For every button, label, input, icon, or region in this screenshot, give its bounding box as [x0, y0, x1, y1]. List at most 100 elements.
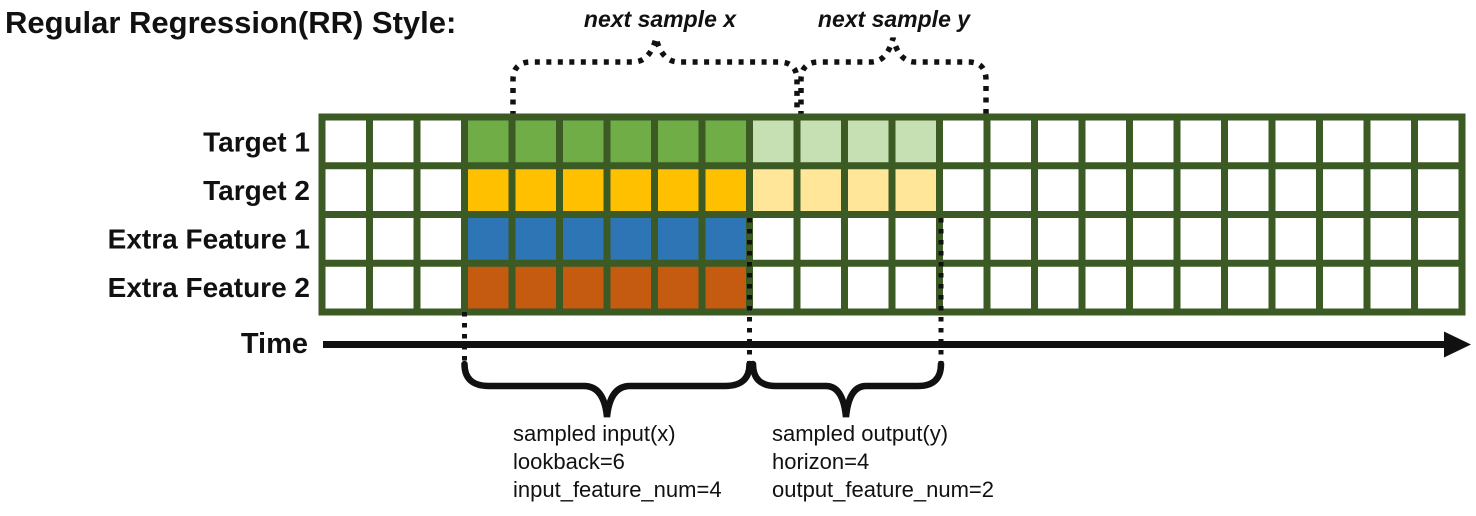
- grid-cell: [753, 120, 794, 163]
- grid-cell: [1038, 169, 1079, 211]
- grid-cell: [563, 169, 604, 211]
- grid-cell: [990, 218, 1031, 260]
- grid-cell: [848, 120, 889, 163]
- grid-cell: [468, 218, 509, 260]
- grid-cell: [1323, 169, 1364, 211]
- grid-cell: [420, 218, 461, 260]
- output-feature-num-value: output_feature_num=2: [772, 477, 994, 502]
- grid-background: [318, 113, 1466, 316]
- grid-cell: [1133, 120, 1174, 163]
- grid-cell: [1038, 120, 1079, 163]
- grid-cell: [1038, 266, 1079, 309]
- grid-cell: [1133, 266, 1174, 309]
- grid-cell: [420, 266, 461, 309]
- grid-cell: [753, 218, 794, 260]
- sampled-input-title: sampled input(x): [513, 421, 676, 446]
- grid-cell: [753, 169, 794, 211]
- grid-cell: [1228, 266, 1269, 309]
- grid-cell: [943, 169, 984, 211]
- row-label-extra-feature-2: Extra Feature 2: [108, 272, 310, 303]
- sampled-output-notes: sampled output(y) horizon=4 output_featu…: [772, 421, 994, 502]
- diagram-title: Regular Regression(RR) Style:: [5, 5, 456, 40]
- grid-cell: [1370, 266, 1411, 309]
- input-feature-num-value: input_feature_num=4: [513, 477, 722, 502]
- grid-cell: [848, 218, 889, 260]
- grid-cell: [1370, 120, 1411, 163]
- lookback-value: lookback=6: [513, 449, 625, 474]
- grid-cell: [373, 218, 414, 260]
- grid-cell: [325, 266, 366, 309]
- grid-cell: [848, 266, 889, 309]
- grid-cell: [373, 120, 414, 163]
- grid-cell: [943, 218, 984, 260]
- grid-cell: [1180, 266, 1221, 309]
- next-sample-y-label: next sample y: [818, 6, 971, 32]
- grid-cell: [1275, 218, 1316, 260]
- grid-cell: [1370, 218, 1411, 260]
- sampled-input-notes: sampled input(x) lookback=6 input_featur…: [513, 421, 722, 502]
- grid-cell: [1133, 169, 1174, 211]
- grid-cell: [1038, 218, 1079, 260]
- grid-cell: [943, 120, 984, 163]
- grid-cell: [1228, 218, 1269, 260]
- grid-cell: [563, 218, 604, 260]
- time-arrow-head-icon: [1444, 331, 1471, 358]
- grid-cell: [1418, 120, 1459, 163]
- sampled-output-title: sampled output(y): [772, 421, 948, 446]
- grid-cell: [1228, 120, 1269, 163]
- grid-cell: [1418, 218, 1459, 260]
- grid-cell: [1085, 218, 1126, 260]
- grid-cell: [895, 120, 936, 163]
- grid-cell: [800, 266, 841, 309]
- grid-cell: [610, 169, 651, 211]
- grid-cell: [800, 169, 841, 211]
- grid-cell: [705, 218, 746, 260]
- grid-cell: [563, 266, 604, 309]
- grid-cell: [420, 120, 461, 163]
- next-sample-x-brace: [510, 37, 800, 116]
- time-axis-label: Time: [241, 328, 308, 360]
- grid-cell: [325, 218, 366, 260]
- grid-cell: [800, 120, 841, 163]
- grid-cell: [1275, 266, 1316, 309]
- grid-cell: [1180, 218, 1221, 260]
- grid-cell: [1323, 266, 1364, 309]
- grid-cells: [325, 120, 1459, 309]
- grid-cell: [705, 169, 746, 211]
- grid-cell: [563, 120, 604, 163]
- next-sample-y-brace: [798, 37, 989, 116]
- grid-cell: [515, 169, 556, 211]
- grid-cell: [420, 169, 461, 211]
- row-label-target-2: Target 2: [203, 175, 310, 206]
- grid-cell: [325, 169, 366, 211]
- grid-cell: [990, 169, 1031, 211]
- grid-cell: [1180, 120, 1221, 163]
- grid-cell: [658, 120, 699, 163]
- grid-cell: [373, 266, 414, 309]
- grid-cell: [1275, 169, 1316, 211]
- grid-cell: [610, 266, 651, 309]
- grid-cell: [800, 218, 841, 260]
- grid-cell: [895, 169, 936, 211]
- grid-cell: [515, 266, 556, 309]
- grid-cell: [515, 218, 556, 260]
- grid-cell: [1418, 169, 1459, 211]
- grid-cell: [895, 218, 936, 260]
- grid-cell: [753, 266, 794, 309]
- grid-cell: [658, 218, 699, 260]
- grid-cell: [1418, 266, 1459, 309]
- grid-cell: [705, 266, 746, 309]
- grid-cell: [1085, 266, 1126, 309]
- grid-cell: [1085, 120, 1126, 163]
- horizon-value: horizon=4: [772, 449, 869, 474]
- sampled-input-brace: [461, 360, 753, 418]
- grid-cell: [943, 266, 984, 309]
- grid-cell: [990, 120, 1031, 163]
- grid-cell: [468, 266, 509, 309]
- grid-cell: [1228, 169, 1269, 211]
- grid-cell: [658, 169, 699, 211]
- grid-cell: [1323, 218, 1364, 260]
- grid-cell: [1085, 169, 1126, 211]
